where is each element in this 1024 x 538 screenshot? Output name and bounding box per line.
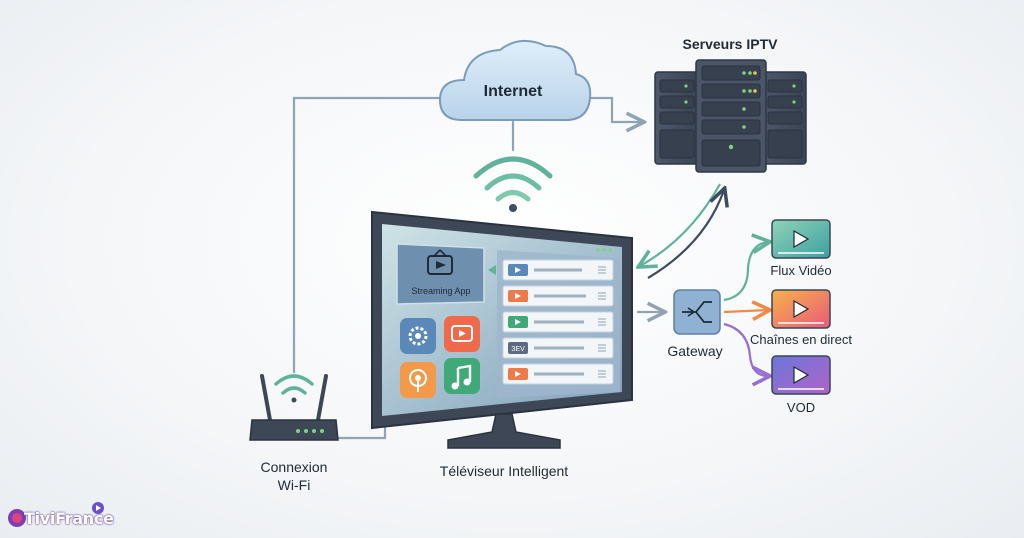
- cloud-icon: [438, 39, 592, 121]
- router-to-cloud-line: [292, 96, 444, 374]
- list-item: ЗЕV: [502, 337, 614, 359]
- router-to-tv-line: [334, 426, 387, 440]
- list-item: [502, 363, 614, 385]
- chaines-direct-icon: [771, 289, 831, 329]
- tv-label: Téléviseur Intelligent: [440, 463, 569, 479]
- list-item: [502, 285, 614, 307]
- router-icon: [249, 374, 339, 441]
- podcast-app-tile[interactable]: [400, 362, 436, 398]
- gear-icon: [408, 326, 428, 346]
- gateway-to-vod-arrow: [723, 322, 768, 376]
- play-icon: [459, 330, 466, 337]
- tivifrance-logo: [8, 502, 104, 527]
- streaming-app-tile[interactable]: Streaming App: [396, 243, 485, 305]
- wifi-icon: [473, 156, 553, 212]
- iptv-servers-icon: [654, 59, 807, 173]
- internet-label: Internet: [484, 83, 543, 100]
- gateway-to-chaines-arrow: [723, 310, 768, 312]
- flux-video-icon: [771, 219, 831, 259]
- tv-app-icon: [427, 249, 453, 275]
- flux-video-label: Flux Vidéo: [770, 263, 831, 278]
- gateway-icon: [673, 289, 721, 335]
- gateway-to-flux-arrow: [723, 242, 768, 302]
- list-item: [502, 259, 614, 281]
- servers-label: Serveurs IPTV: [683, 36, 779, 52]
- gateway-label: Gateway: [667, 343, 722, 359]
- list-tag: ЗЕV: [511, 346, 525, 353]
- channel-list-rows[interactable]: ЗЕV: [502, 259, 614, 385]
- connectors: [292, 96, 663, 440]
- router-label-line1: Connexion: [261, 459, 328, 475]
- list-item: [502, 311, 614, 333]
- settings-app-tile[interactable]: [400, 318, 436, 354]
- chaines-direct-label: Chaînes en direct: [750, 332, 852, 347]
- cloud-to-servers-line: [588, 96, 642, 122]
- tv-to-server-arrow-navy: [647, 190, 724, 279]
- brand-logo-text: TiviFrance: [24, 509, 114, 528]
- vod-icon: [771, 355, 831, 395]
- music-app-tile[interactable]: [444, 358, 480, 394]
- vod-label: VOD: [787, 400, 815, 415]
- music-note-icon: [456, 364, 472, 386]
- streaming-app-label: Streaming App: [411, 286, 470, 296]
- video-app-tile[interactable]: [444, 316, 480, 352]
- router-label-line2: Wi-Fi: [278, 477, 311, 493]
